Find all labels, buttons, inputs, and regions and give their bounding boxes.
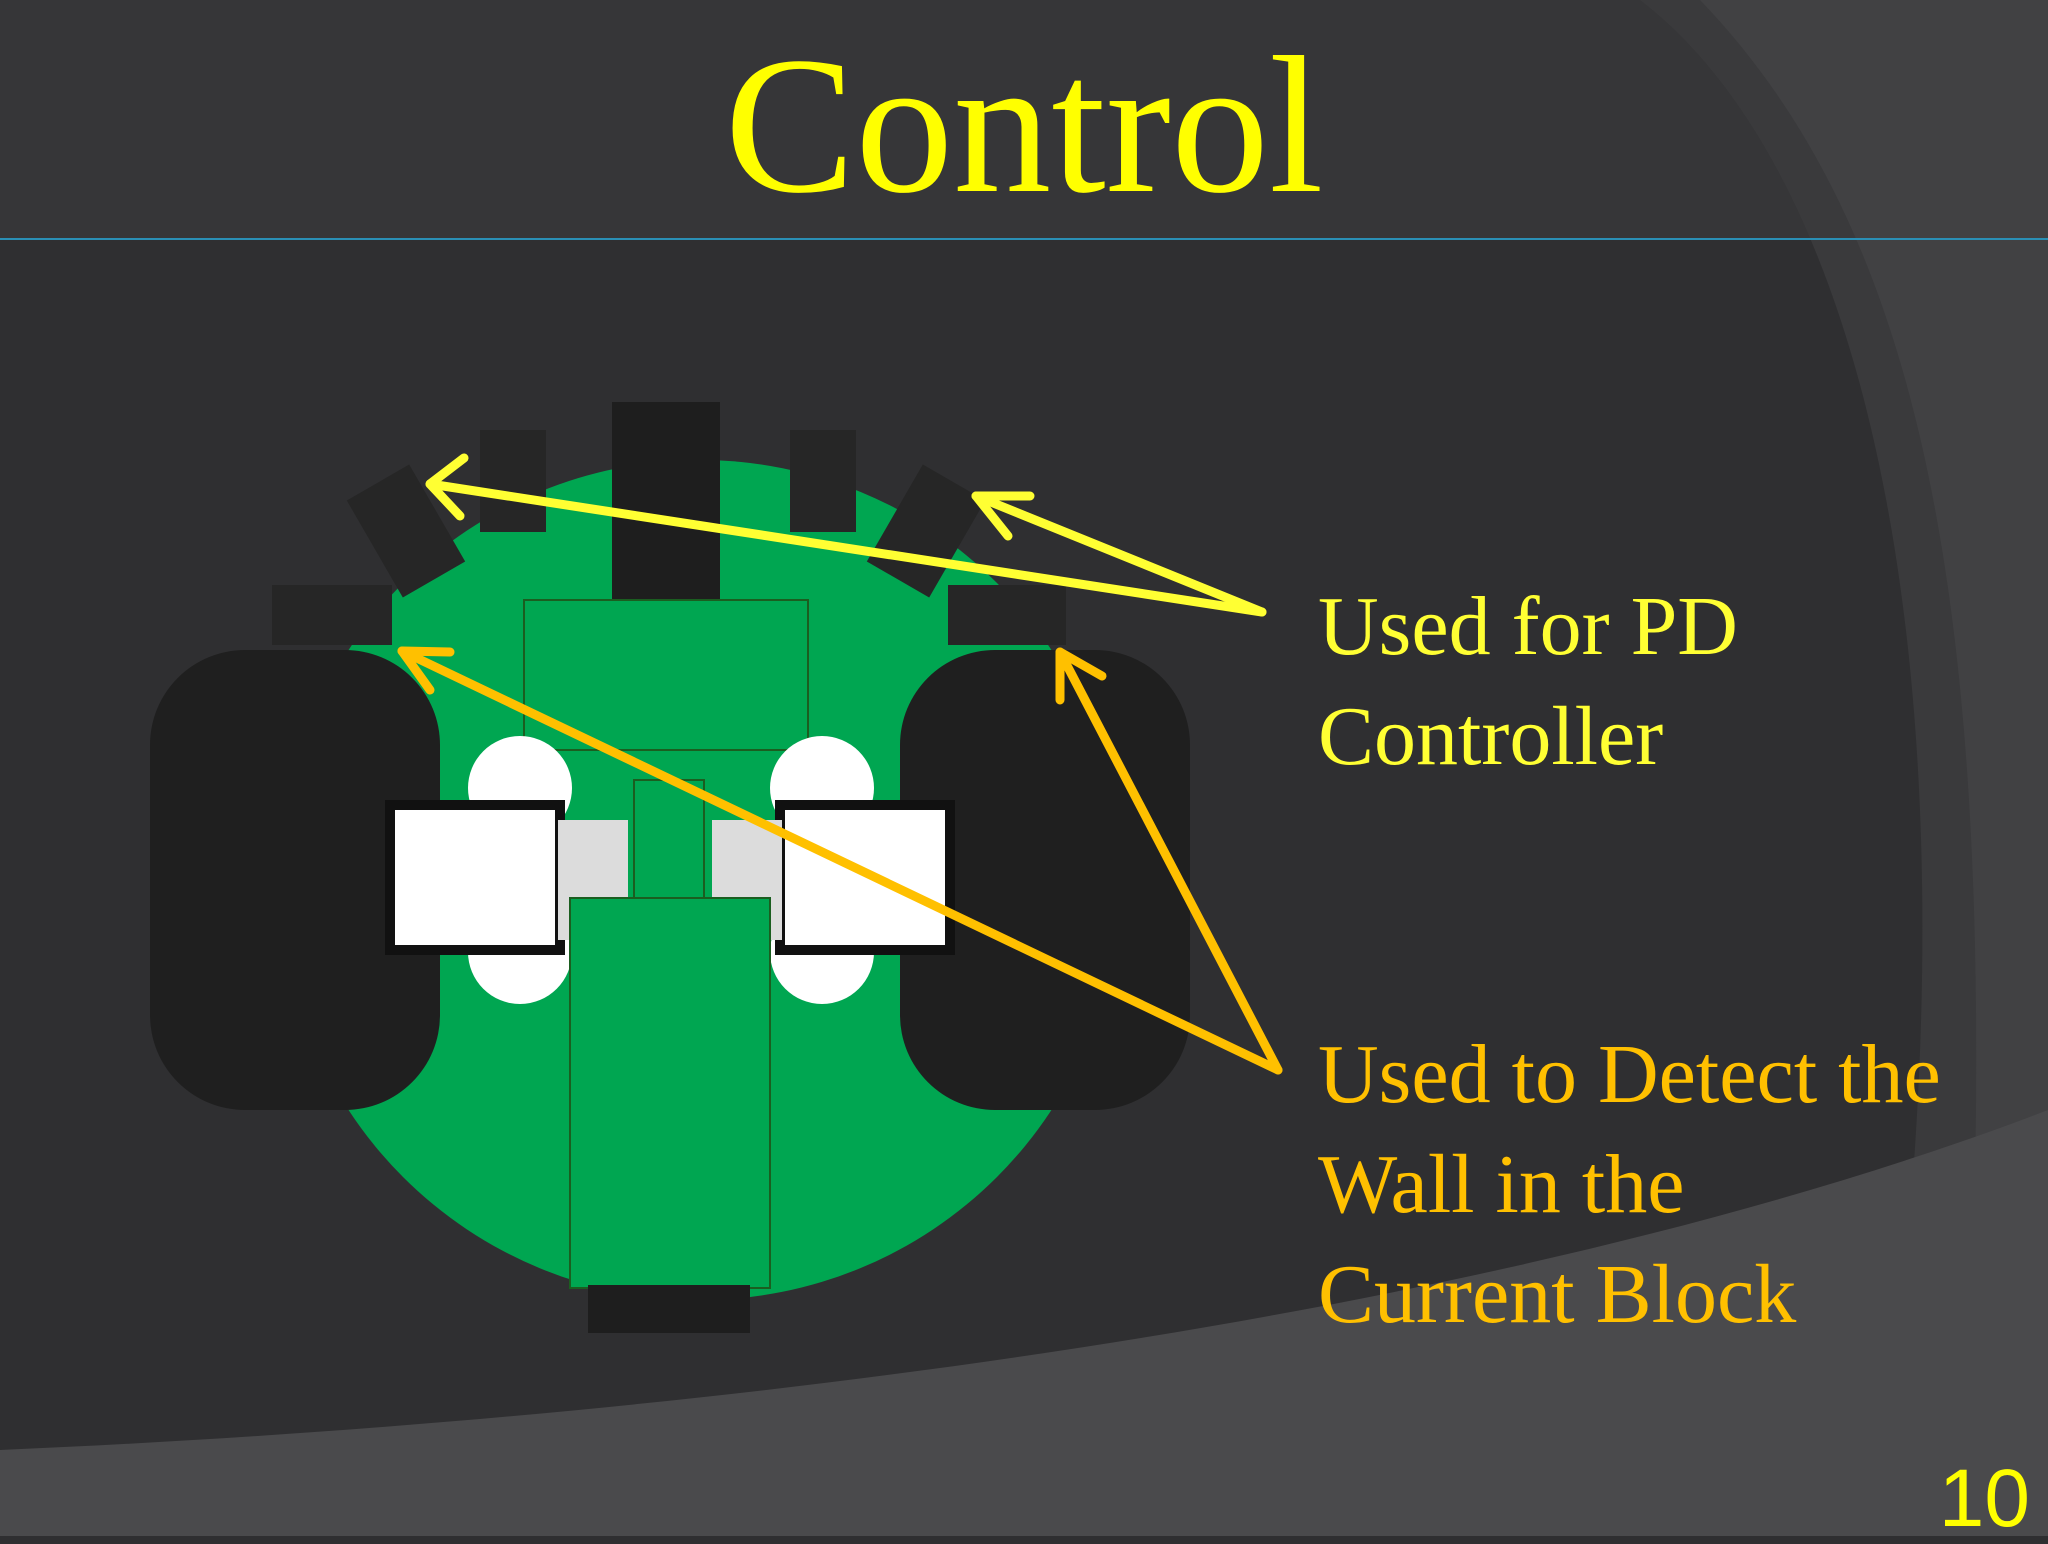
center-strip	[633, 779, 705, 901]
sensor-diagonal-left	[346, 464, 466, 598]
sensor-side-left	[272, 585, 392, 645]
microcontroller-chip	[612, 402, 720, 600]
motor-left	[385, 800, 565, 955]
wall-arrows	[397, 646, 1283, 1075]
decorative-arc-small	[1700, 0, 2048, 1536]
motor-right	[775, 800, 955, 955]
sensor-front-left	[480, 430, 546, 532]
wall-detection-label: Used to Detect the Wall in the Current B…	[1318, 1020, 1941, 1350]
wall-arrowhead-right	[1055, 647, 1107, 705]
pd-arrows	[425, 453, 1267, 617]
pd-label-line-2: Controller	[1318, 690, 1664, 783]
wall-label-line-1: Used to Detect the	[1318, 1028, 1941, 1121]
pd-arrowhead-right	[971, 491, 1035, 541]
slide-number: 10	[1938, 1453, 2030, 1544]
pd-controller-label: Used for PD Controller	[1318, 572, 1738, 792]
wall-label-line-3: Current Block	[1318, 1248, 1797, 1341]
sensor-front-right	[790, 430, 856, 532]
pd-arrowhead-left	[425, 453, 469, 521]
slide-title: Control	[724, 17, 1324, 234]
pd-label-line-1: Used for PD	[1318, 580, 1738, 673]
wall-arrow-to-right-sensor	[1055, 647, 1283, 1075]
connector-header	[588, 1285, 750, 1333]
wheel-left	[150, 650, 440, 1110]
board-module	[523, 599, 809, 751]
pd-arrow-to-right-sensor	[971, 491, 1267, 617]
wall-label-line-2: Wall in the	[1318, 1138, 1685, 1231]
sensor-side-right	[948, 585, 1066, 645]
pd-arrow-to-left-sensor	[425, 479, 1267, 617]
decorative-swoosh-bottom	[0, 1110, 2048, 1536]
battery-module	[569, 897, 771, 1289]
wall-arrowhead-left	[397, 646, 455, 695]
title-divider	[0, 238, 2048, 240]
sensor-diagonal-right	[866, 464, 986, 598]
wall-arrow-to-left-sensor	[397, 646, 1283, 1075]
